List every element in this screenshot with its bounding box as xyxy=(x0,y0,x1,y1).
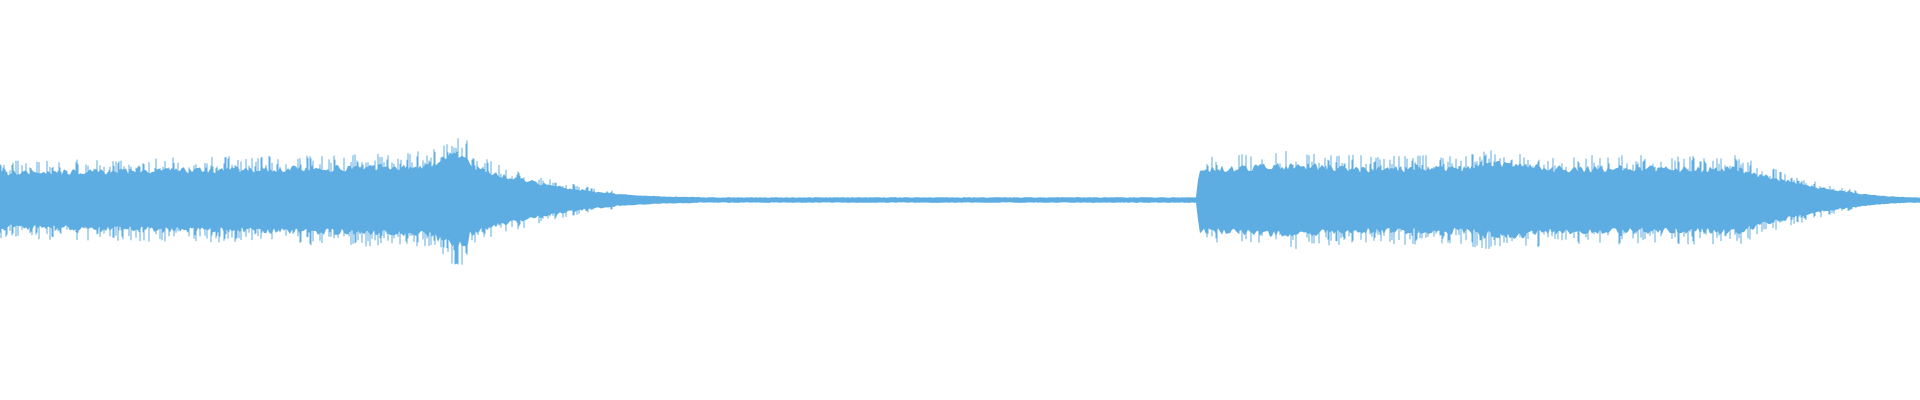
waveform-envelope xyxy=(0,152,1920,250)
waveform-detail xyxy=(0,138,1857,265)
